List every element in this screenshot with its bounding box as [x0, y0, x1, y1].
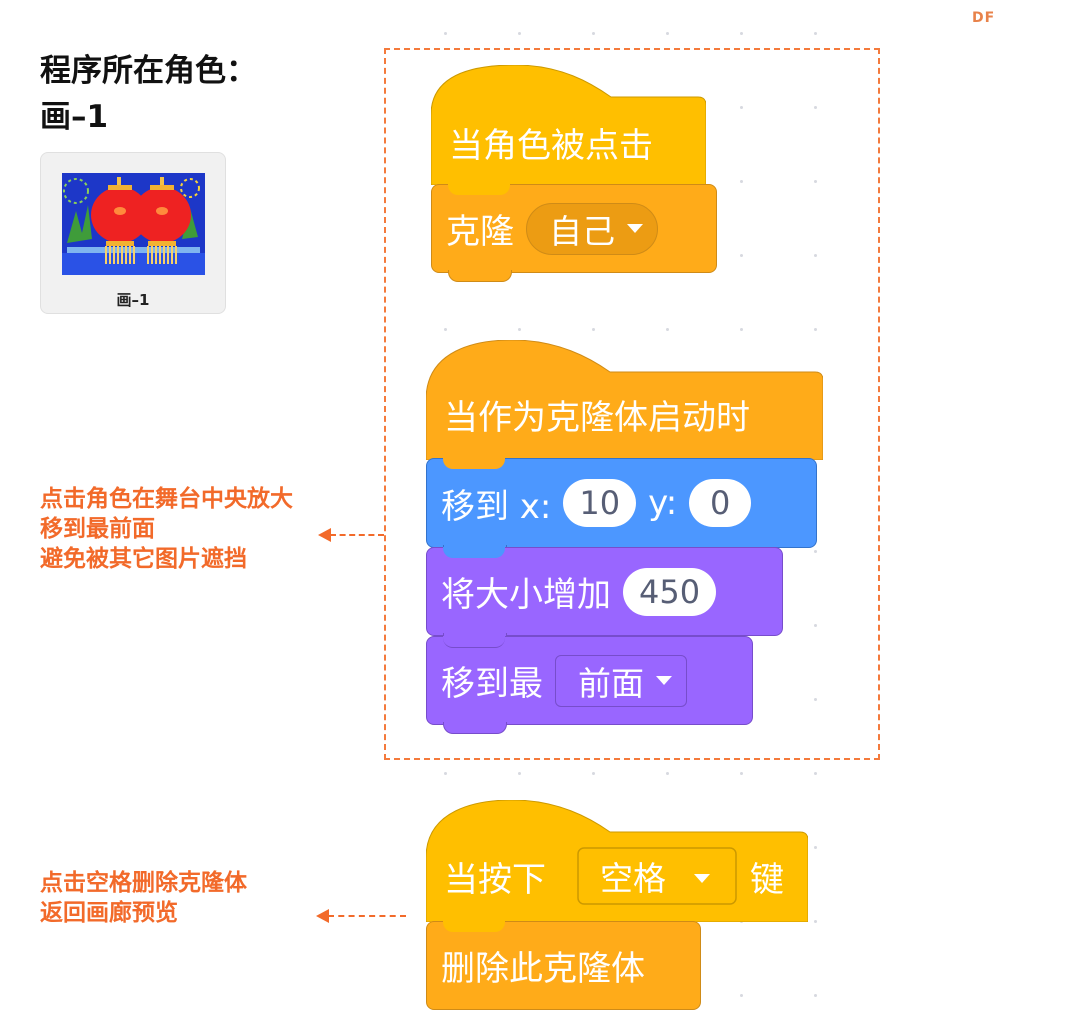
- annotation-2-line: 点击空格删除克隆体: [40, 870, 247, 896]
- grid-dot: [740, 254, 743, 257]
- clone-target-dropdown[interactable]: 自己: [526, 202, 658, 255]
- block-delete-clone[interactable]: 删除此克隆体: [426, 921, 701, 1010]
- dropdown-value: 前面: [578, 663, 644, 703]
- watermark-logo: DF: [972, 10, 996, 26]
- caret-down-icon: [627, 224, 643, 233]
- grid-dot: [444, 32, 447, 35]
- grid-dot: [592, 772, 595, 775]
- block-label: 移到 x:: [441, 486, 552, 527]
- caret-down-icon: [694, 874, 710, 883]
- hat-block-when-key-pressed[interactable]: 当按下 空格 键: [426, 800, 808, 922]
- layer-dropdown[interactable]: 前面: [555, 654, 687, 707]
- grid-dot: [740, 994, 743, 997]
- grid-dot: [740, 106, 743, 109]
- block-label: 克隆: [446, 212, 514, 252]
- arrow-left-icon: [316, 909, 329, 923]
- block-go-to-xy[interactable]: 移到 x: 10 y: 0: [426, 458, 817, 557]
- sprite-title-line2: 画–1: [40, 99, 109, 135]
- grid-dot: [666, 772, 669, 775]
- annotation-1-line: 避免被其它图片遮挡: [40, 546, 247, 572]
- hat-label: 当角色被点击: [449, 126, 653, 166]
- annotation-1-line: 点击角色在舞台中央放大: [40, 486, 293, 512]
- grid-dot: [814, 920, 817, 923]
- block-label: 移到最: [441, 664, 543, 704]
- grid-dot: [666, 32, 669, 35]
- sprite-card[interactable]: 画–1: [40, 152, 226, 314]
- key-dropdown[interactable]: [577, 847, 737, 905]
- grid-dot: [740, 32, 743, 35]
- annotation-arrow-1: [318, 527, 384, 543]
- hat-label: 当按下: [444, 860, 546, 900]
- grid-dot: [592, 32, 595, 35]
- block-go-to-layer[interactable]: 移到最 前面: [426, 636, 753, 734]
- y-input[interactable]: 0: [689, 479, 752, 527]
- annotation-note-2: 点击空格删除克隆体 返回画廊预览: [40, 868, 247, 928]
- block-label: 将大小增加: [441, 575, 611, 615]
- annotation-arrow-2: [316, 908, 406, 924]
- grid-dot: [518, 328, 521, 331]
- highlight-box: [384, 48, 880, 760]
- grid-dot: [444, 772, 447, 775]
- grid-dot: [740, 772, 743, 775]
- hat-block-when-start-as-clone[interactable]: 当作为克隆体启动时: [426, 340, 823, 460]
- block-change-size[interactable]: 将大小增加 450: [426, 547, 783, 645]
- grid-dot: [814, 698, 817, 701]
- annotation-1-line: 移到最前面: [40, 516, 155, 542]
- grid-dot: [814, 550, 817, 553]
- grid-dot: [814, 180, 817, 183]
- grid-dot: [814, 254, 817, 257]
- grid-dot: [592, 328, 595, 331]
- grid-dot: [814, 106, 817, 109]
- sprite-title: 程序所在角色： 画–1: [40, 48, 257, 140]
- dropdown-value: 自己: [549, 211, 615, 251]
- grid-dot: [814, 32, 817, 35]
- block-create-clone[interactable]: 克隆 自己: [431, 184, 717, 282]
- hat-suffix: 键: [750, 860, 784, 900]
- grid-dot: [740, 180, 743, 183]
- sprite-thumbnail: [62, 173, 205, 275]
- grid-dot: [814, 772, 817, 775]
- grid-dot: [518, 32, 521, 35]
- grid-dot: [518, 772, 521, 775]
- annotation-2-line: 返回画廊预览: [40, 900, 178, 926]
- x-input[interactable]: 10: [563, 479, 637, 527]
- block-label: 删除此克隆体: [441, 949, 645, 989]
- sprite-name: 画–1: [116, 291, 150, 309]
- grid-dot: [814, 994, 817, 997]
- annotation-note-1: 点击角色在舞台中央放大 移到最前面 避免被其它图片遮挡: [40, 484, 293, 574]
- grid-dot: [444, 328, 447, 331]
- dropdown-value: 空格: [600, 859, 666, 898]
- arrow-left-icon: [318, 528, 331, 542]
- sprite-title-line1: 程序所在角色：: [40, 53, 257, 89]
- grid-dot: [740, 328, 743, 331]
- hat-label: 当作为克隆体启动时: [444, 398, 750, 438]
- size-input[interactable]: 450: [623, 567, 717, 616]
- hat-block-when-sprite-clicked[interactable]: 当角色被点击: [431, 65, 706, 185]
- grid-dot: [814, 624, 817, 627]
- caret-down-icon: [656, 676, 672, 685]
- grid-dot: [666, 328, 669, 331]
- y-label: y:: [648, 483, 678, 523]
- grid-dot: [814, 328, 817, 331]
- grid-dot: [814, 846, 817, 849]
